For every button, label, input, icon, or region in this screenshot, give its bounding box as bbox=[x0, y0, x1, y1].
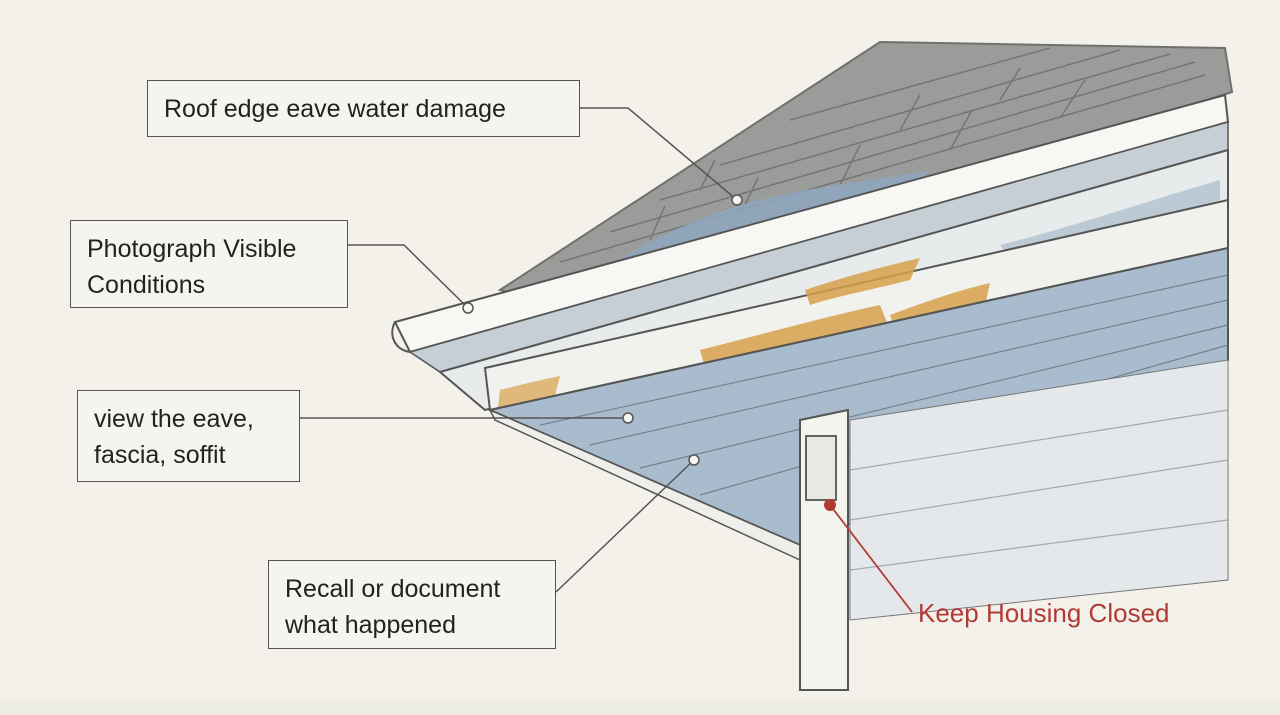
anchor-dot-fascia bbox=[622, 412, 634, 424]
warning-leader bbox=[829, 504, 913, 613]
wall bbox=[849, 359, 1229, 621]
warning-dot bbox=[824, 499, 836, 511]
anchor-dot-gutter bbox=[462, 302, 474, 314]
callout-roof-edge: Roof edge eave water damage bbox=[147, 80, 580, 137]
support-post bbox=[799, 408, 849, 691]
callout-recall: Recall or document what happened bbox=[268, 560, 556, 649]
callout-photograph: Photograph Visible Conditions bbox=[70, 220, 348, 308]
warning-label: Keep Housing Closed bbox=[918, 598, 1170, 628]
trim-board bbox=[483, 198, 1229, 412]
bottom-strip bbox=[0, 700, 1280, 715]
anchor-dot-soffit bbox=[688, 454, 700, 466]
anchor-dot-roof bbox=[731, 194, 743, 206]
leader-lines bbox=[300, 107, 738, 593]
callout-view-eave: view the eave, fascia, soffit bbox=[77, 390, 300, 482]
